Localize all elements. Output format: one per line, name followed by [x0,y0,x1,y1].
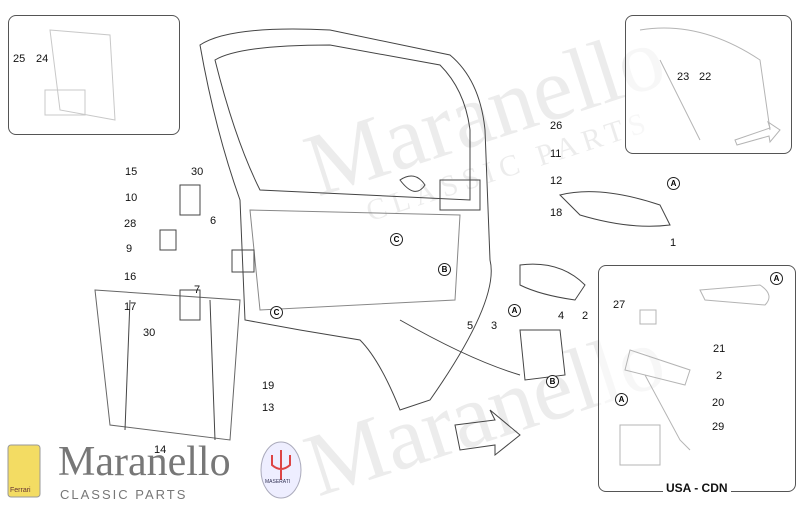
part-label: 1 [670,237,677,249]
callout-marker: B [438,263,451,276]
part-label: 22 [699,71,712,83]
callout-marker: A [667,177,680,190]
part-label: 30 [191,166,204,178]
callout-marker: A [615,393,628,406]
part-label: 10 [125,192,138,204]
inset-usa-cdn [598,265,796,492]
inset-caption: USA - CDN [663,482,731,494]
part-label: 6 [210,215,217,227]
part-label: 23 [677,71,690,83]
callout-marker: A [770,272,783,285]
part-label: 25 [13,53,26,65]
part-label: 30 [143,327,156,339]
part-label: 3 [491,320,498,332]
part-label: 18 [550,207,563,219]
part-label: 19 [262,380,275,392]
part-label: 27 [613,299,626,311]
inset-top-right [625,15,792,154]
callout-marker: C [270,306,283,319]
part-label: 17 [124,301,137,313]
part-label: 20 [712,397,725,409]
ferrari-badge-text: Ferrari [10,487,31,494]
part-label: 26 [550,120,563,132]
part-label: 2 [716,370,723,382]
part-label: 12 [550,175,563,187]
part-label: 11 [550,148,562,160]
part-label: 21 [713,343,726,355]
maserati-badge-text: MASERATI [265,479,291,485]
callout-marker: B [546,375,559,388]
part-label: 15 [125,166,138,178]
part-label: 4 [558,310,565,322]
part-label: 24 [36,53,49,65]
callout-marker: C [390,233,403,246]
brand-tagline: CLASSIC PARTS [60,487,188,502]
part-label: 5 [467,320,474,332]
part-label: 14 [154,444,167,456]
inset-top-left [8,15,180,135]
parts-diagram [7,27,781,499]
ferrari-logo [7,444,41,498]
part-label: 16 [124,271,137,283]
brand-name: Maranello [58,439,231,485]
part-label: 29 [712,421,725,433]
part-label: 9 [126,243,133,255]
callout-marker: A [508,304,521,317]
part-label: 28 [124,218,137,230]
part-label: 13 [262,402,275,414]
part-label: 2 [582,310,589,322]
part-label: 7 [194,284,201,296]
